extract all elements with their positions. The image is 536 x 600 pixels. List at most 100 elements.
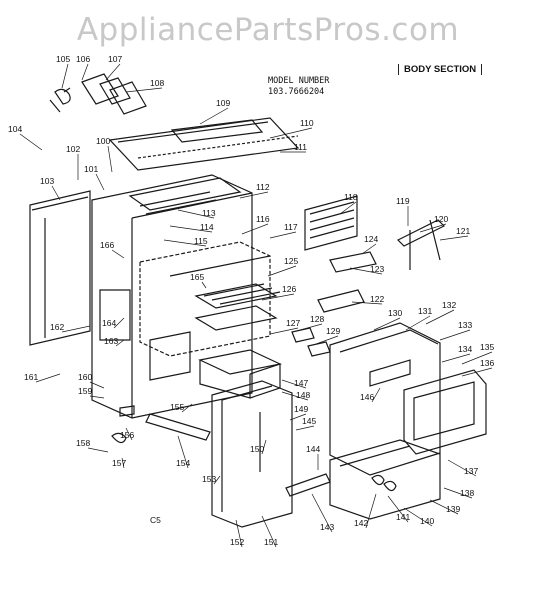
part-label-156: 156 xyxy=(120,430,134,440)
leader-line-154 xyxy=(177,435,189,469)
leader-line-133 xyxy=(439,329,471,341)
leader-line-156 xyxy=(125,427,133,441)
part-label-129: 129 xyxy=(326,326,340,336)
part-label-141: 141 xyxy=(396,512,410,522)
part-label-144: 144 xyxy=(306,444,320,454)
broiler-drawer xyxy=(198,349,282,399)
lower-door-panel xyxy=(329,439,441,520)
vent-grille xyxy=(304,195,358,251)
oven-liner xyxy=(139,241,271,357)
leader-line-160 xyxy=(89,381,105,389)
leader-line-122 xyxy=(351,301,383,305)
model-label: MODEL NUMBER xyxy=(268,76,330,86)
leader-line-113 xyxy=(177,209,215,219)
leader-line-161 xyxy=(35,373,61,383)
leader-line-116 xyxy=(241,223,269,235)
part-label-142: 142 xyxy=(354,518,368,528)
leader-line-114 xyxy=(169,225,213,233)
part-label-147: 147 xyxy=(294,378,308,388)
leader-line-123 xyxy=(349,267,383,275)
part-label-112: 112 xyxy=(256,182,270,192)
page-code: C5 xyxy=(150,515,161,525)
part-label-163: 163 xyxy=(104,336,118,346)
part-label-106: 106 xyxy=(76,54,90,64)
oven-door xyxy=(329,322,487,476)
part-label-152: 152 xyxy=(230,537,244,547)
part-label-101: 101 xyxy=(84,164,98,174)
lower-small-parts xyxy=(111,405,397,497)
leader-line-142 xyxy=(365,493,377,529)
leader-line-131 xyxy=(405,315,431,331)
leader-line-152 xyxy=(235,519,243,548)
part-label-145: 145 xyxy=(302,416,316,426)
leader-line-149 xyxy=(289,413,307,421)
part-label-158: 158 xyxy=(76,438,90,448)
leader-line-136 xyxy=(461,367,493,377)
part-label-115: 115 xyxy=(194,236,208,246)
leader-line-159 xyxy=(89,395,105,399)
part-label-154: 154 xyxy=(176,458,190,468)
part-label-122: 122 xyxy=(370,294,384,304)
leader-line-130 xyxy=(373,317,401,331)
part-label-105: 105 xyxy=(56,54,70,64)
oven-rack xyxy=(194,283,281,331)
part-label-123: 123 xyxy=(370,264,384,274)
leader-line-126 xyxy=(261,293,295,301)
leader-line-117 xyxy=(269,231,297,239)
leader-line-120 xyxy=(419,223,447,233)
part-label-137: 137 xyxy=(464,466,478,476)
part-label-102: 102 xyxy=(66,144,80,154)
part-label-128: 128 xyxy=(310,314,324,324)
part-label-114: 114 xyxy=(200,222,214,232)
igniter-parts xyxy=(49,73,147,115)
parts-drawing xyxy=(29,73,487,528)
leader-line-110 xyxy=(269,127,313,139)
leader-line-153 xyxy=(213,475,221,485)
part-label-132: 132 xyxy=(442,300,456,310)
part-label-131: 131 xyxy=(418,306,432,316)
part-label-126: 126 xyxy=(282,284,296,294)
leader-line-165 xyxy=(201,281,207,289)
body-frame xyxy=(91,174,253,419)
leader-line-139 xyxy=(429,499,459,515)
part-label-103: 103 xyxy=(40,176,54,186)
part-label-127: 127 xyxy=(286,318,300,328)
leader-line-118 xyxy=(339,201,357,215)
leader-line-138 xyxy=(443,487,473,499)
leader-line-164 xyxy=(113,317,125,329)
leader-line-128 xyxy=(299,323,323,331)
leader-line-163 xyxy=(115,339,125,347)
leader-line-115 xyxy=(163,239,207,247)
leader-line-157 xyxy=(121,457,125,469)
part-label-148: 148 xyxy=(296,390,310,400)
part-label-120: 120 xyxy=(434,214,448,224)
part-label-166: 166 xyxy=(100,240,114,250)
leader-line-103 xyxy=(51,185,61,201)
model-number-block: MODEL NUMBER 103.7666204 xyxy=(268,76,329,98)
leader-line-134 xyxy=(441,353,471,363)
leader-line-124 xyxy=(361,243,377,255)
part-label-162: 162 xyxy=(50,322,64,332)
leader-line-129 xyxy=(315,335,339,345)
part-label-113: 113 xyxy=(202,208,216,218)
leader-line-143 xyxy=(311,493,333,533)
leader-line-150 xyxy=(261,439,267,455)
part-label-146: 146 xyxy=(360,392,374,402)
part-label-118: 118 xyxy=(344,192,358,202)
part-label-140: 140 xyxy=(420,516,434,526)
part-label-164: 164 xyxy=(102,318,116,328)
part-label-135: 135 xyxy=(480,342,494,352)
leader-line-135 xyxy=(461,351,493,365)
cooktop-top xyxy=(108,117,300,171)
part-label-138: 138 xyxy=(460,488,474,498)
part-label-157: 157 xyxy=(112,458,126,468)
part-label-136: 136 xyxy=(480,358,494,368)
leader-line-147 xyxy=(281,379,307,389)
leader-line-166 xyxy=(111,249,125,259)
body-side-panel xyxy=(29,190,91,346)
leader-line-158 xyxy=(87,447,109,453)
part-label-161: 161 xyxy=(24,372,38,382)
door-hinge xyxy=(396,219,446,270)
